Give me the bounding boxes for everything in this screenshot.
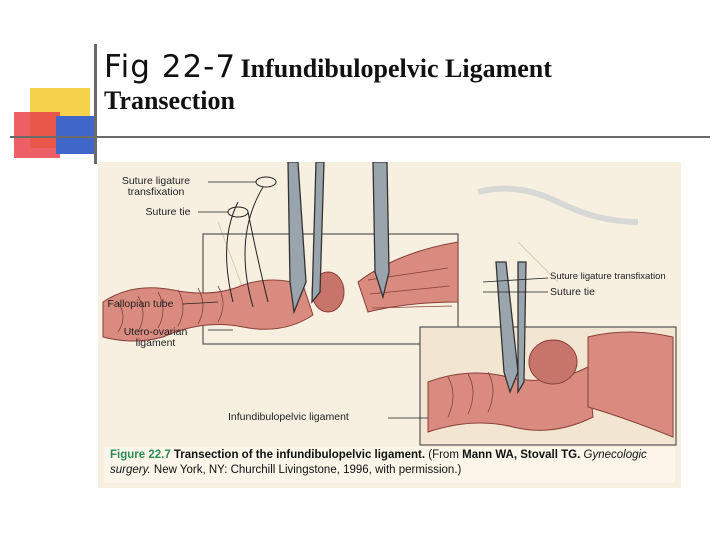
- caption-box: [104, 447, 675, 483]
- decor-blue-square: [56, 116, 94, 154]
- surgical-figure: Suture ligature transfixation Suture tie…: [98, 162, 681, 488]
- decor-horizontal-line: [10, 136, 710, 138]
- title-prefix: Fig 22-7: [104, 49, 237, 85]
- label-suture-tie-right: Suture tie: [550, 286, 595, 298]
- decor-red-square: [14, 112, 60, 158]
- tissue-right: [427, 331, 674, 438]
- tissue-left: [102, 241, 459, 342]
- label-utero-ovarian: Utero-ovarian ligament: [123, 326, 188, 350]
- label-infundibulopelvic: Infundibulopelvic ligament: [228, 411, 349, 423]
- decor-vertical-line: [94, 44, 97, 164]
- caption-from: (From: [428, 449, 459, 461]
- slide-title: Fig 22-7 Infundibulopelvic Ligament Tran…: [104, 49, 704, 116]
- caption-book: Gynecologic surgery.: [110, 449, 647, 476]
- label-suture-ligature-right: Suture ligature transfixation: [550, 271, 666, 282]
- title-line1: Infundibulopelvic Ligament: [240, 54, 552, 83]
- label-suture-ligature-left: Suture ligature transfixation: [121, 175, 191, 199]
- caption-figure-number: Figure 22.7: [110, 449, 171, 461]
- title-line2: Transection: [104, 85, 235, 115]
- caption-title: Transection of the infundibulopelvic lig…: [173, 449, 426, 461]
- caption-publisher: New York, NY: Churchill Livingstone, 199…: [153, 463, 462, 476]
- caption-authors: Mann WA, Stovall TG.: [462, 449, 581, 461]
- surgical-illustration: [98, 162, 681, 488]
- label-suture-tie-left: Suture tie: [145, 206, 191, 218]
- figure-caption: Figure 22.7 Transection of the infundibu…: [110, 448, 677, 478]
- label-fallopian-tube: Fallopian tube: [107, 298, 174, 310]
